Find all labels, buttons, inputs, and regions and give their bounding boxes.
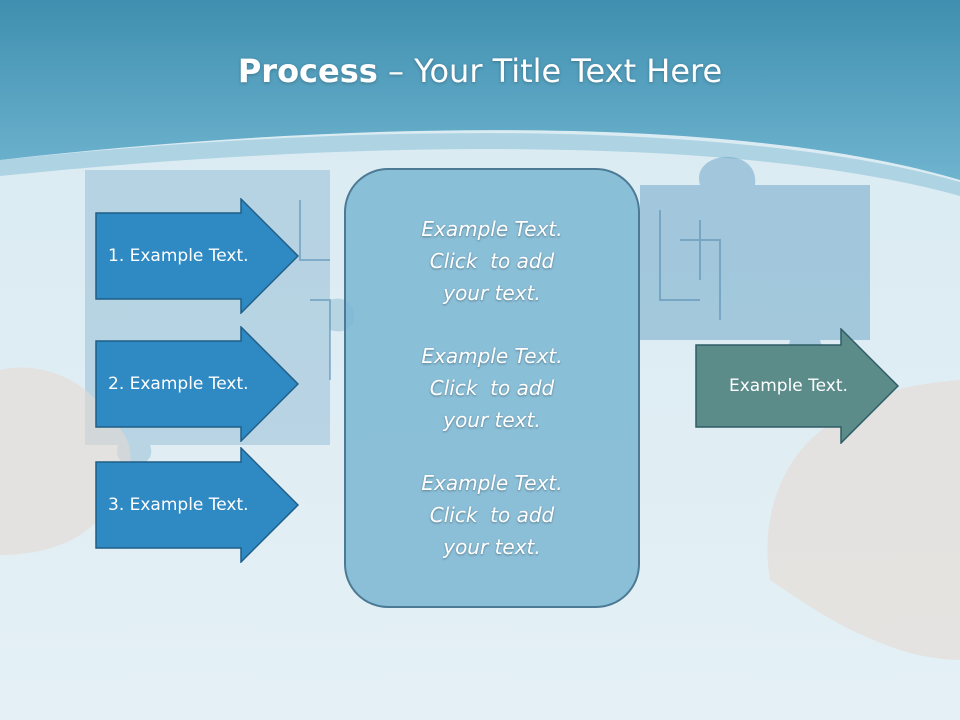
arrow-shape (95, 447, 299, 563)
header-band (0, 0, 960, 180)
center-text-box[interactable]: Example Text. Click to add your text. Ex… (344, 168, 640, 608)
center-text-block-1[interactable]: Example Text. Click to add your text. (421, 217, 563, 305)
slide-title: Process – Your Title Text Here (0, 52, 960, 90)
center-text-block-3[interactable]: Example Text. Click to add your text. (421, 471, 563, 559)
circuit-lines (299, 200, 721, 380)
arrow-shape (695, 328, 899, 444)
output-arrow-label: Example Text. (729, 376, 848, 396)
arrow-shape (95, 326, 299, 442)
input-arrow-3[interactable]: 3. Example Text. (95, 447, 299, 563)
input-arrow-1-label: 1. Example Text. (108, 246, 249, 266)
title-bold: Process (237, 52, 378, 90)
input-arrow-2[interactable]: 2. Example Text. (95, 326, 299, 442)
input-arrow-2-label: 2. Example Text. (108, 374, 249, 394)
center-text-block-2[interactable]: Example Text. Click to add your text. (421, 344, 563, 432)
title-rest: – Your Title Text Here (377, 52, 723, 90)
output-arrow[interactable]: Example Text. (695, 328, 899, 444)
hand-right (767, 380, 960, 660)
input-arrow-1[interactable]: 1. Example Text. (95, 198, 299, 314)
input-arrow-3-label: 3. Example Text. (108, 495, 249, 515)
arrow-shape (95, 198, 299, 314)
puzzle-piece-right (640, 156, 870, 365)
header-swoosh (0, 133, 960, 196)
